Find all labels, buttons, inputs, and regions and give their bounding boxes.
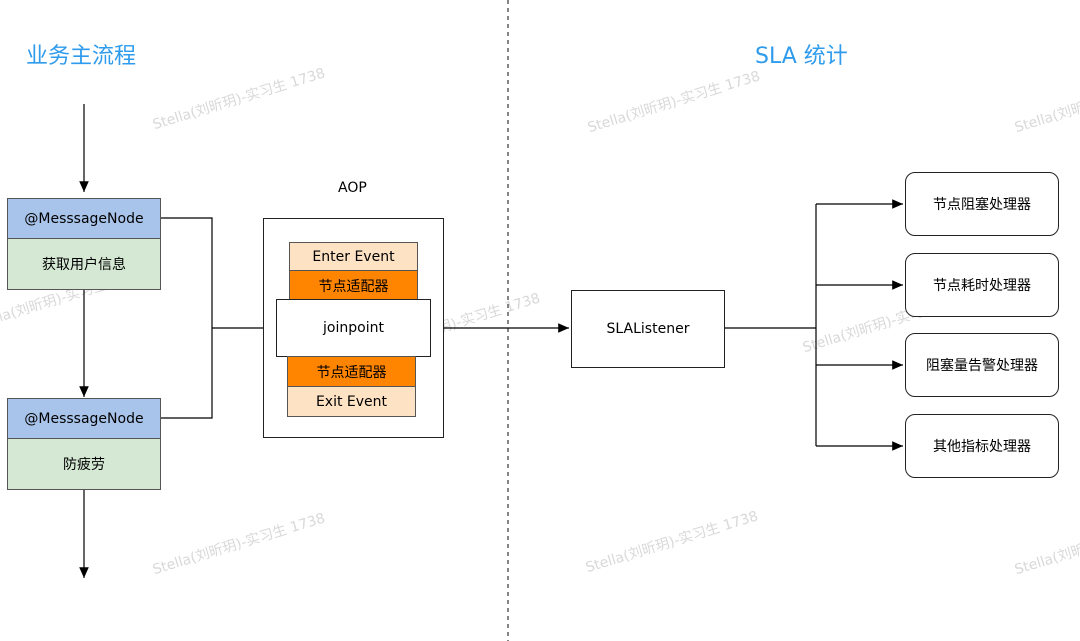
joinpoint-box: joinpoint (276, 299, 431, 357)
handler-node-latency: 节点耗时处理器 (905, 253, 1059, 317)
handler-blocking-alert: 阻塞量告警处理器 (905, 333, 1059, 397)
message-node-body: 防疲劳 (7, 438, 161, 490)
adapter-bottom-box: 节点适配器 (287, 356, 416, 387)
node1-to-aop-line (160, 217, 213, 328)
adapter-top-box: 节点适配器 (289, 270, 418, 301)
enter-event-box: Enter Event (289, 242, 418, 271)
message-node-annotation: @MesssageNode (7, 398, 161, 439)
sla-listener-box: SLAListener (571, 290, 725, 368)
business-flow-title: 业务主流程 (26, 44, 137, 69)
exit-event-box: Exit Event (287, 386, 416, 417)
aop-label: AOP (338, 180, 367, 196)
handler-other-metrics: 其他指标处理器 (905, 414, 1059, 478)
sla-stats-title: SLA 统计 (755, 44, 848, 69)
node2-to-aop-line (160, 328, 213, 419)
message-node-body: 获取用户信息 (7, 238, 161, 290)
handler-node-blocking: 节点阻塞处理器 (905, 172, 1059, 236)
message-node-annotation: @MesssageNode (7, 198, 161, 239)
